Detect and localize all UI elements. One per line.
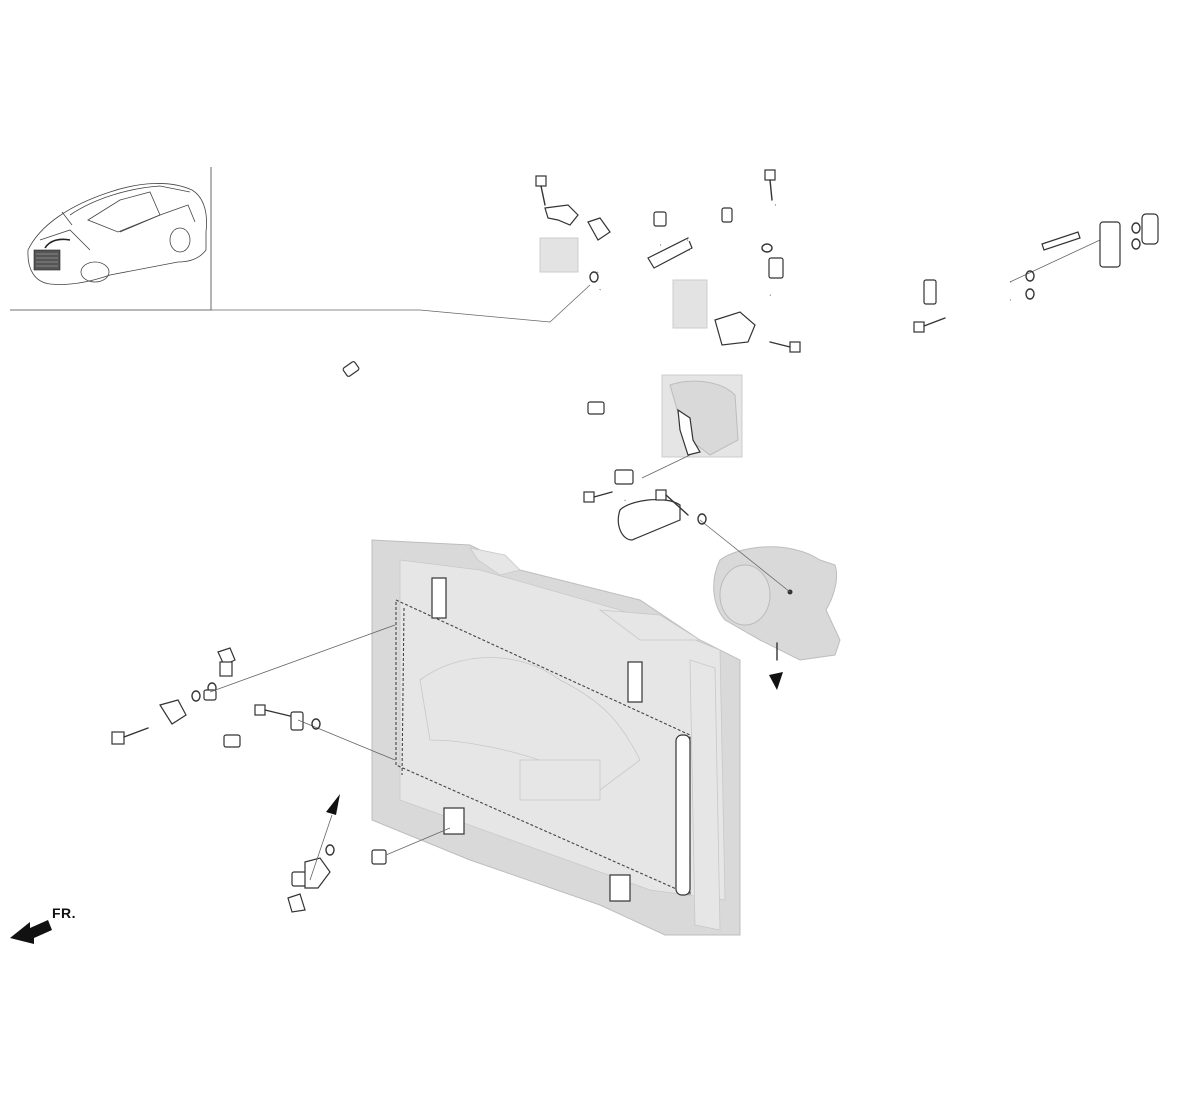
o-ring-icon bbox=[1025, 288, 1035, 300]
bolt-icon bbox=[254, 704, 291, 717]
o-ring-icon bbox=[1131, 238, 1141, 250]
condenser bbox=[395, 577, 691, 902]
muffler bbox=[647, 237, 693, 269]
condenser-upper-bracket-right bbox=[627, 661, 643, 703]
discharge-hose bbox=[582, 288, 681, 541]
compressor-ghost bbox=[713, 546, 841, 661]
flow-arrow-icon bbox=[769, 672, 783, 690]
expansion-valve-cover bbox=[1141, 213, 1159, 245]
bolt-icon bbox=[764, 169, 776, 201]
pressure-sensor bbox=[217, 647, 236, 677]
condenser-mount-bolt bbox=[371, 827, 451, 865]
o-ring-icon bbox=[697, 513, 707, 525]
lower-flow-arrow bbox=[309, 794, 340, 881]
o-ring-icon bbox=[1131, 222, 1141, 234]
expansion-valve bbox=[1099, 221, 1121, 268]
o-ring-icon bbox=[589, 271, 599, 283]
o-ring-icon bbox=[761, 243, 773, 253]
bracket-a bbox=[544, 204, 579, 226]
vehicle-locator-inset bbox=[10, 167, 212, 311]
hose-fitting-right bbox=[304, 857, 331, 889]
bracket-b bbox=[714, 311, 756, 346]
o-ring-icon bbox=[1025, 270, 1035, 282]
expansion-valve-bolt bbox=[1041, 231, 1081, 251]
bolt-icon bbox=[583, 491, 613, 503]
expansion-valve-cluster bbox=[1009, 213, 1159, 283]
bolt-icon bbox=[769, 341, 801, 353]
radiator-support-ghost bbox=[371, 539, 741, 936]
bolt-icon bbox=[111, 727, 149, 745]
o-rings-upper bbox=[589, 222, 1141, 525]
compressor-bolt bbox=[769, 642, 783, 690]
pipe-upper-main bbox=[596, 203, 776, 297]
condenser-lower-bracket-left bbox=[443, 807, 465, 835]
lower-hose bbox=[159, 696, 331, 913]
suction-pipe bbox=[768, 257, 1011, 342]
bolt-icon bbox=[535, 175, 547, 206]
vehicle-outline bbox=[27, 183, 207, 285]
receiver-dryer-tank bbox=[675, 734, 691, 896]
o-ring-icon bbox=[191, 690, 201, 702]
bolt-icon bbox=[913, 317, 946, 333]
hose-fitting-left bbox=[159, 699, 187, 725]
bolts-upper bbox=[535, 169, 946, 516]
pipe-brackets-upper bbox=[539, 204, 756, 346]
o-ring-icon bbox=[311, 718, 321, 730]
front-direction-label: FR. bbox=[52, 905, 77, 921]
inset-highlight-condenser bbox=[33, 238, 71, 271]
liquid-pipe bbox=[282, 361, 360, 731]
condenser-core-outline bbox=[395, 599, 691, 896]
clip-a bbox=[587, 217, 611, 241]
condenser-lower-bracket-right bbox=[609, 874, 631, 902]
front-direction-arrow-icon bbox=[10, 920, 52, 944]
discharge-fitting bbox=[617, 499, 681, 541]
inset-leader-line bbox=[211, 284, 591, 323]
inset-frame bbox=[10, 167, 212, 311]
compressor-bracket-ghost bbox=[661, 374, 743, 458]
bolt-icon bbox=[371, 849, 387, 865]
condenser-upper-bracket-left bbox=[431, 577, 447, 619]
bolt-icon bbox=[655, 489, 689, 516]
flow-arrow-icon bbox=[326, 794, 340, 815]
front-direction-indicator bbox=[10, 920, 52, 944]
o-ring-icon bbox=[325, 844, 335, 856]
